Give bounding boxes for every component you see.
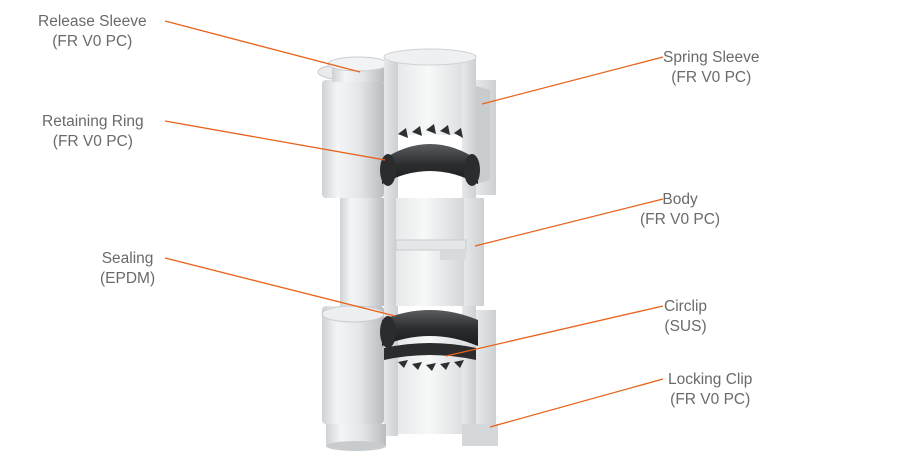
leader-lines	[164, 20, 664, 428]
label-name: Locking Clip	[668, 371, 753, 388]
leader-sealing	[164, 257, 396, 317]
label-material: (FR V0 PC)	[640, 211, 721, 228]
label-material: (SUS)	[664, 318, 707, 335]
label-name: Spring Sleeve	[663, 49, 760, 66]
lower-sealing-ring	[380, 310, 478, 348]
label-name: Body	[662, 191, 698, 208]
label-circlip: Circlip (SUS)	[664, 297, 707, 337]
lower-circlip	[384, 343, 476, 371]
label-material: (FR V0 PC)	[52, 133, 133, 150]
label-sealing: Sealing (EPDM)	[100, 249, 155, 289]
label-retaining-ring: Retaining Ring (FR V0 PC)	[42, 112, 144, 152]
label-material: (FR V0 PC)	[52, 33, 133, 50]
label-name: Circlip	[664, 298, 708, 315]
leader-spring-sleeve	[481, 56, 664, 105]
label-name: Retaining Ring	[42, 113, 144, 130]
label-locking-clip: Locking Clip (FR V0 PC)	[668, 370, 752, 410]
label-body: Body (FR V0 PC)	[640, 190, 720, 230]
label-material: (EPDM)	[100, 270, 156, 287]
leader-release-sleeve	[164, 20, 361, 73]
upper-sealing-ring	[380, 144, 480, 186]
leader-body	[474, 198, 664, 247]
label-spring-sleeve: Spring Sleeve (FR V0 PC)	[663, 48, 760, 88]
middle-body	[340, 198, 484, 306]
leader-retaining-ring	[164, 120, 386, 161]
leader-locking-clip	[489, 378, 664, 428]
leader-circlip	[445, 305, 664, 357]
label-name: Sealing	[101, 250, 154, 267]
label-material: (FR V0 PC)	[671, 69, 752, 86]
label-material: (FR V0 PC)	[670, 391, 751, 408]
label-name: Release Sleeve	[38, 13, 147, 30]
upper-circlip	[398, 124, 463, 138]
label-release-sleeve: Release Sleeve (FR V0 PC)	[38, 12, 147, 52]
